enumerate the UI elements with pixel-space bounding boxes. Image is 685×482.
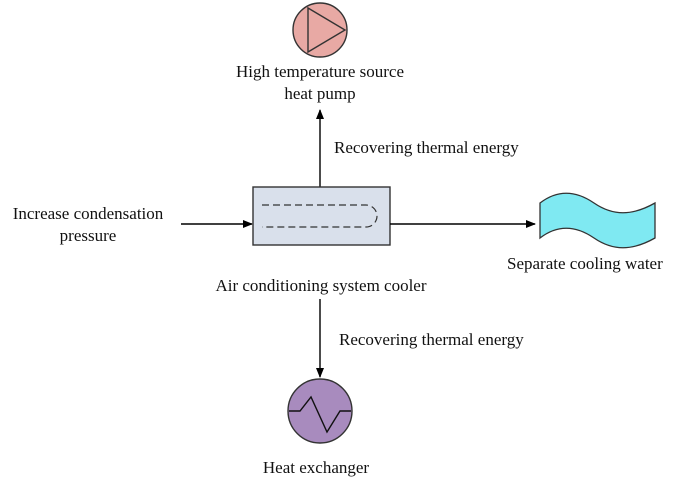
arrow-to-pump-label: Recovering thermal energy xyxy=(334,138,519,157)
pump-label-line1: High temperature source xyxy=(236,62,404,81)
heat-exchanger-icon xyxy=(287,378,353,444)
cooling-water-label: Separate cooling water xyxy=(507,254,663,273)
pump-label-line2: heat pump xyxy=(284,84,355,103)
exchanger-label: Heat exchanger xyxy=(263,458,370,477)
water-wave-icon xyxy=(539,192,656,249)
cooler-box xyxy=(252,186,391,246)
cooler-label: Air conditioning system cooler xyxy=(215,276,426,295)
input-label-line2: pressure xyxy=(60,226,117,245)
pump-icon xyxy=(292,2,348,58)
arrow-to-exchanger-label: Recovering thermal energy xyxy=(339,330,524,349)
input-label-line1: Increase condensation xyxy=(13,204,164,223)
